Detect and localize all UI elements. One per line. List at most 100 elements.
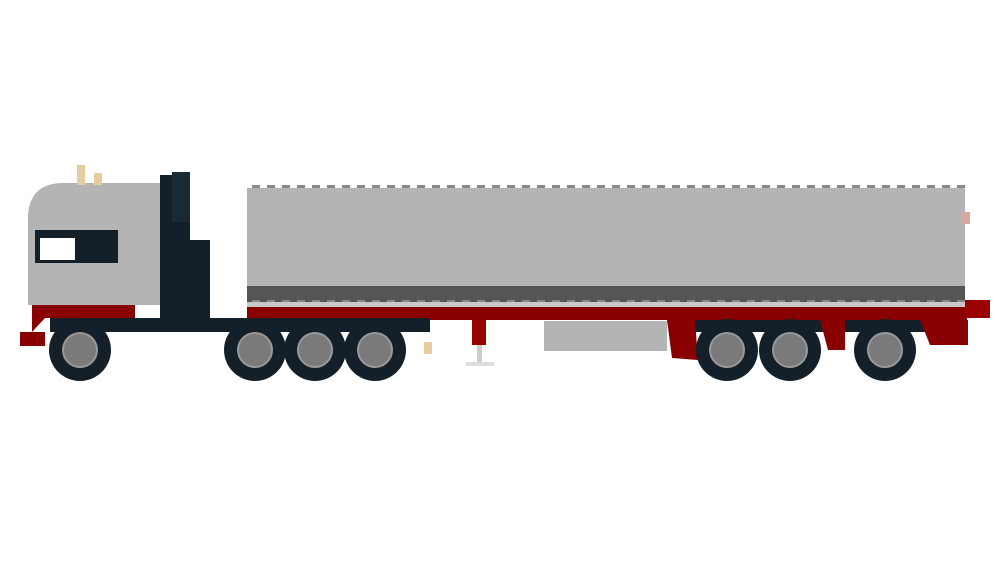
- stud: [702, 185, 710, 188]
- stud: [912, 185, 920, 188]
- trailer-top-studs: [252, 185, 965, 188]
- stud: [402, 300, 410, 303]
- stud: [372, 185, 380, 188]
- hub: [709, 332, 745, 368]
- stud: [582, 300, 590, 303]
- stud: [792, 300, 800, 303]
- stud: [297, 185, 305, 188]
- stud: [267, 185, 275, 188]
- trailer-frame: [247, 307, 967, 320]
- stud: [627, 300, 635, 303]
- stud: [957, 185, 965, 188]
- stud: [627, 185, 635, 188]
- stud: [612, 300, 620, 303]
- stud: [357, 185, 365, 188]
- stud: [537, 300, 545, 303]
- horn: [94, 173, 102, 185]
- stud: [522, 300, 530, 303]
- stud: [882, 300, 890, 303]
- stud: [657, 300, 665, 303]
- stud: [417, 300, 425, 303]
- stud: [507, 300, 515, 303]
- stud: [567, 300, 575, 303]
- stud: [282, 185, 290, 188]
- stud: [852, 300, 860, 303]
- stud: [777, 300, 785, 303]
- wheel: [854, 319, 916, 381]
- stud: [252, 185, 260, 188]
- stud: [387, 185, 395, 188]
- stud: [402, 185, 410, 188]
- stud: [927, 300, 935, 303]
- hub: [357, 332, 393, 368]
- stud: [327, 300, 335, 303]
- trailer-box: [247, 188, 965, 286]
- stud: [417, 185, 425, 188]
- stud: [672, 300, 680, 303]
- wheel: [224, 319, 286, 381]
- stud: [432, 300, 440, 303]
- landing-gear-foot: [466, 362, 494, 366]
- stud: [312, 185, 320, 188]
- hub: [62, 332, 98, 368]
- stud: [747, 300, 755, 303]
- stud: [867, 185, 875, 188]
- stud: [657, 185, 665, 188]
- stud: [777, 185, 785, 188]
- stud: [837, 300, 845, 303]
- wheel: [284, 319, 346, 381]
- wheel: [49, 319, 111, 381]
- stud: [687, 300, 695, 303]
- stud: [582, 185, 590, 188]
- stud: [642, 300, 650, 303]
- exhaust-stack: [77, 165, 85, 185]
- stud: [612, 185, 620, 188]
- stud: [867, 300, 875, 303]
- stud: [927, 185, 935, 188]
- stud: [957, 300, 965, 303]
- stud: [462, 185, 470, 188]
- crane-support: [190, 240, 210, 330]
- stud: [747, 185, 755, 188]
- stud: [507, 185, 515, 188]
- rear-hitch-light: [424, 342, 432, 354]
- stud: [462, 300, 470, 303]
- stud: [357, 300, 365, 303]
- front-bumper: [20, 332, 45, 346]
- stud: [552, 185, 560, 188]
- trailer-band: [247, 286, 965, 302]
- wheel: [696, 319, 758, 381]
- stud: [522, 185, 530, 188]
- stud: [837, 185, 845, 188]
- stud: [807, 185, 815, 188]
- stud: [672, 185, 680, 188]
- stud: [312, 300, 320, 303]
- stud: [252, 300, 260, 303]
- stud: [732, 185, 740, 188]
- stud: [537, 185, 545, 188]
- stud: [432, 185, 440, 188]
- stud: [492, 300, 500, 303]
- stud: [792, 185, 800, 188]
- stud: [942, 185, 950, 188]
- stud: [642, 185, 650, 188]
- stud: [882, 185, 890, 188]
- wheel: [759, 319, 821, 381]
- stud: [597, 300, 605, 303]
- wheel: [344, 319, 406, 381]
- side-toolbox: [544, 321, 667, 351]
- stud: [447, 300, 455, 303]
- cab-red-bottom: [32, 305, 135, 332]
- landing-gear: [472, 320, 486, 345]
- trailer-rear-light: [965, 300, 990, 318]
- stud: [897, 300, 905, 303]
- stud: [762, 185, 770, 188]
- stud: [342, 300, 350, 303]
- stud: [387, 300, 395, 303]
- stud: [282, 300, 290, 303]
- stud: [762, 300, 770, 303]
- trailer-bottom-studs: [252, 300, 965, 303]
- stud: [822, 300, 830, 303]
- trailer-mudguard: [920, 320, 968, 345]
